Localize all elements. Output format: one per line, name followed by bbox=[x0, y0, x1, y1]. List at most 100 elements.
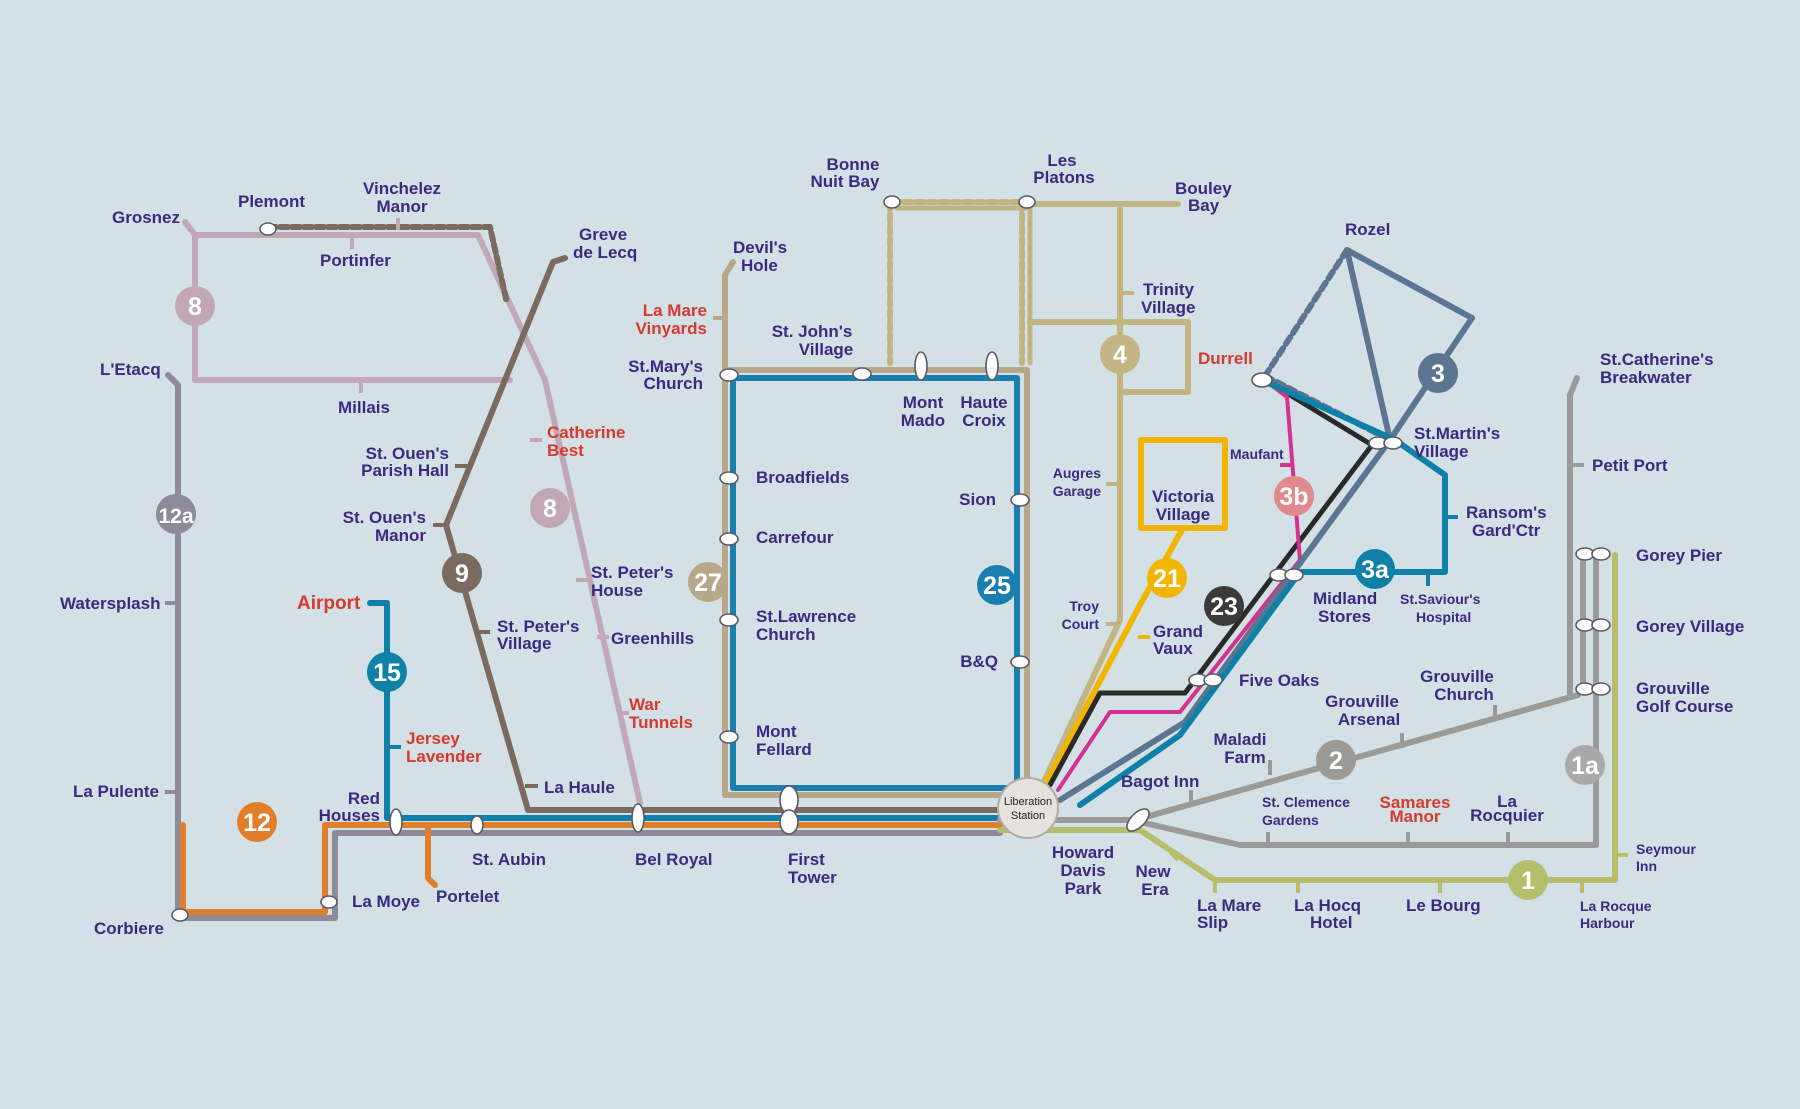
stop-marker-bonne-nuit-bay[interactable] bbox=[883, 195, 901, 209]
label-mont-mado-1[interactable]: Mont bbox=[903, 393, 944, 412]
label-maladi-farm-2[interactable]: Farm bbox=[1224, 748, 1266, 767]
label-greve-de-lecq-1[interactable]: Greve bbox=[579, 225, 627, 244]
route-badge-12a[interactable]: 12a bbox=[156, 494, 196, 534]
label-victoria-village-2[interactable]: Village bbox=[1156, 505, 1211, 524]
liberation-station-hub[interactable]: Liberation Station bbox=[997, 777, 1059, 839]
label-howard-davis-park-3[interactable]: Park bbox=[1065, 879, 1102, 898]
label-vinchelez-1[interactable]: Vinchelez bbox=[363, 179, 441, 198]
route-badge-15[interactable]: 15 bbox=[367, 652, 407, 692]
label-maladi-farm-1[interactable]: Maladi bbox=[1214, 730, 1267, 749]
label-st-peters-village-1[interactable]: St. Peter's bbox=[497, 617, 579, 636]
route-bonne-nuit-dashed-line[interactable] bbox=[887, 199, 1030, 366]
label-st-martins-village-1[interactable]: St.Martin's bbox=[1414, 424, 1500, 443]
label-haute-croix-1[interactable]: Haute bbox=[960, 393, 1007, 412]
label-bagot-inn[interactable]: Bagot Inn bbox=[1121, 772, 1199, 791]
label-st-peters-house-1[interactable]: St. Peter's bbox=[591, 563, 673, 582]
label-grouville-golf-course-2[interactable]: Golf Course bbox=[1636, 697, 1733, 716]
route-badge-3[interactable]: 3 bbox=[1418, 353, 1458, 393]
label-st-saviours-hospital-1[interactable]: St.Saviour's bbox=[1400, 591, 1481, 607]
label-grouville-church-2[interactable]: Church bbox=[1434, 685, 1494, 704]
label-jersey-lavender-2[interactable]: Lavender bbox=[406, 747, 482, 766]
label-durrell[interactable]: Durrell bbox=[1198, 349, 1253, 368]
label-letacq[interactable]: L'Etacq bbox=[100, 360, 161, 379]
label-greve-de-lecq-2[interactable]: de Lecq bbox=[573, 243, 637, 262]
label-devils-hole-1[interactable]: Devil's bbox=[733, 238, 787, 257]
label-portinfer[interactable]: Portinfer bbox=[320, 251, 391, 270]
label-millais[interactable]: Millais bbox=[338, 398, 390, 417]
stop-marker-midland-stores-2[interactable] bbox=[1284, 568, 1304, 582]
label-victoria-village-1[interactable]: Victoria bbox=[1152, 487, 1215, 506]
stop-marker-la-moye[interactable] bbox=[320, 895, 338, 909]
label-st-martins-village-2[interactable]: Village bbox=[1414, 442, 1469, 461]
route-12-line[interactable] bbox=[180, 822, 1003, 915]
label-haute-croix-2[interactable]: Croix bbox=[962, 411, 1006, 430]
route-12-portelet-branch[interactable] bbox=[425, 822, 438, 888]
label-gorey-pier[interactable]: Gorey Pier bbox=[1636, 546, 1722, 565]
label-vinchelez-2[interactable]: Manor bbox=[377, 197, 428, 216]
label-la-mare-slip-2[interactable]: Slip bbox=[1197, 913, 1228, 932]
label-troy-court-2[interactable]: Court bbox=[1062, 616, 1100, 632]
label-bonne-nuit-bay-1[interactable]: Bonne bbox=[827, 155, 880, 174]
label-grand-vaux-2[interactable]: Vaux bbox=[1153, 639, 1193, 658]
label-la-rocquier-2[interactable]: Rocquier bbox=[1470, 806, 1544, 825]
label-le-bourg[interactable]: Le Bourg bbox=[1406, 896, 1481, 915]
label-trinity-village-1[interactable]: Trinity bbox=[1143, 280, 1195, 299]
route-badge-8a[interactable]: 8 bbox=[175, 286, 215, 326]
label-st-johns-village-1[interactable]: St. John's bbox=[772, 322, 853, 341]
label-st-clement-gardens-2[interactable]: Gardens bbox=[1262, 812, 1319, 828]
label-bouley-bay-2[interactable]: Bay bbox=[1188, 196, 1220, 215]
label-la-hocq-hotel-1[interactable]: La Hocq bbox=[1294, 896, 1361, 915]
label-grand-vaux-1[interactable]: Grand bbox=[1153, 622, 1203, 641]
route-3b-line[interactable] bbox=[1056, 376, 1302, 792]
label-first-tower-2[interactable]: Tower bbox=[788, 868, 837, 887]
label-st-marys-church-2[interactable]: Church bbox=[644, 374, 704, 393]
label-les-platons-1[interactable]: Les bbox=[1047, 151, 1076, 170]
stop-marker-plemont[interactable] bbox=[259, 222, 277, 236]
label-la-hocq-hotel-2[interactable]: Hotel bbox=[1310, 913, 1353, 932]
label-st-saviours-hospital-2[interactable]: Hospital bbox=[1416, 609, 1471, 625]
label-devils-hole-2[interactable]: Hole bbox=[741, 256, 778, 275]
label-bel-royal[interactable]: Bel Royal bbox=[635, 850, 712, 869]
label-samares-manor-1[interactable]: Samares bbox=[1380, 793, 1451, 812]
label-trinity-village-2[interactable]: Village bbox=[1141, 298, 1196, 317]
label-st-ouens-parish-hall-1[interactable]: St. Ouen's bbox=[366, 444, 449, 463]
stop-marker-gorey-pier-2[interactable] bbox=[1591, 547, 1611, 561]
label-bouley-bay-1[interactable]: Bouley bbox=[1175, 179, 1232, 198]
label-st-ouens-parish-hall-2[interactable]: Parish Hall bbox=[361, 461, 449, 480]
label-samares-manor-2[interactable]: Manor bbox=[1390, 807, 1441, 826]
label-la-rocque-harbour-2[interactable]: Harbour bbox=[1580, 915, 1635, 931]
route-8-dashed-line[interactable] bbox=[265, 224, 510, 306]
stop-marker-haute-croix[interactable] bbox=[985, 351, 999, 381]
label-watersplash[interactable]: Watersplash bbox=[60, 594, 160, 613]
label-st-marys-church-1[interactable]: St.Mary's bbox=[628, 357, 703, 376]
stop-marker-bq[interactable] bbox=[1010, 655, 1030, 669]
stop-marker-bel-royal[interactable] bbox=[631, 803, 645, 833]
route-3-line[interactable] bbox=[1057, 247, 1475, 803]
route-8-loop-line[interactable] bbox=[182, 219, 513, 383]
label-plemont[interactable]: Plemont bbox=[238, 192, 305, 211]
label-grouville-arsenal-2[interactable]: Arsenal bbox=[1338, 710, 1400, 729]
label-la-rocque-harbour-1[interactable]: La Rocque bbox=[1580, 898, 1652, 914]
label-carrefour[interactable]: Carrefour bbox=[756, 528, 834, 547]
label-midland-stores-2[interactable]: Stores bbox=[1318, 607, 1371, 626]
stop-marker-grouville-golf-course-2[interactable] bbox=[1591, 682, 1611, 696]
stop-marker-howard-davis-park[interactable] bbox=[1123, 805, 1153, 835]
stop-marker-five-oaks-2[interactable] bbox=[1203, 673, 1223, 687]
label-gorey-village[interactable]: Gorey Village bbox=[1636, 617, 1744, 636]
label-la-haule[interactable]: La Haule bbox=[544, 778, 615, 797]
label-corbiere[interactable]: Corbiere bbox=[94, 919, 164, 938]
stop-marker-red-houses[interactable] bbox=[389, 808, 403, 836]
label-new-era-1[interactable]: New bbox=[1136, 862, 1172, 881]
route-badge-25[interactable]: 25 bbox=[977, 565, 1017, 605]
label-st-ouens-manor-1[interactable]: St. Ouen's bbox=[343, 508, 426, 527]
label-portelet[interactable]: Portelet bbox=[436, 887, 500, 906]
route-12a-line[interactable] bbox=[165, 372, 1003, 921]
route-badge-12[interactable]: 12 bbox=[237, 802, 277, 842]
stop-marker-st-marys-church[interactable] bbox=[719, 368, 739, 382]
label-red-houses-1[interactable]: Red bbox=[348, 789, 380, 808]
stop-marker-mont-mado[interactable] bbox=[914, 351, 928, 381]
label-augres-garage-1[interactable]: Augres bbox=[1053, 465, 1101, 481]
route-badge-21[interactable]: 21 bbox=[1147, 558, 1187, 598]
label-st-catherines-2[interactable]: Breakwater bbox=[1600, 368, 1692, 387]
route-21-line[interactable] bbox=[1042, 525, 1186, 788]
